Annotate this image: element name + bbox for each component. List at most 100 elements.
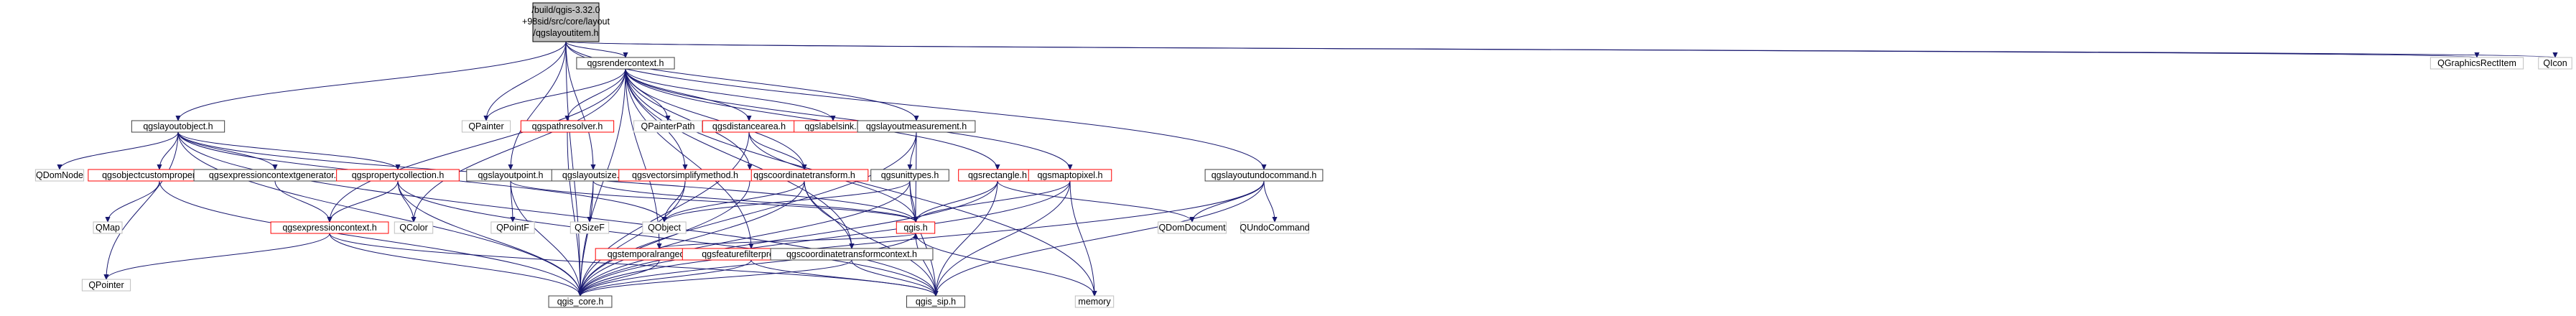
node-qpointf[interactable]: QPointF [490, 221, 535, 234]
edge-qgslayoutmeasurement-to-qgis_core [580, 131, 917, 296]
node-label: qgsrectangle.h [968, 170, 1027, 180]
node-label: QSizeF [575, 223, 605, 233]
node-label: qgsdistancearea.h [712, 121, 786, 131]
edge-qgslayoutobject-to-qgis_sip [177, 131, 936, 296]
edge-qgslayoutundocommand-to-qgis_core [580, 180, 1265, 296]
edge-qgsexpressioncontext-to-qgis_core [329, 233, 580, 296]
node-box [1028, 169, 1112, 182]
node-label: QPointF [496, 223, 529, 233]
node-qgspropertycollection[interactable]: qgspropertycollection.h [336, 169, 460, 182]
root-line-2: +98sid/src/core/layout [522, 17, 610, 27]
node-qgslayoutmeasurement[interactable]: qgslayoutmeasurement.h [857, 120, 976, 133]
node-qgsunittypes[interactable]: qgsunittypes.h [870, 169, 949, 182]
edge-root-to-qgis_core [565, 41, 580, 296]
node-qgsdistancearea[interactable]: qgsdistancearea.h [702, 120, 796, 133]
node-qpainterpath[interactable]: QPainterPath [633, 120, 702, 133]
edge-qgslayoutpoint-to-qgis_core [510, 180, 580, 296]
edge-root-to-qgslayoutmeasurement [565, 41, 916, 121]
node-box [461, 120, 511, 133]
node-box [896, 221, 936, 234]
edge-qgspropertycollection-to-qgsexpressioncontext [330, 180, 399, 222]
edge-qgslayoutobject-to-qgsexpressioncontextgenerator [177, 131, 275, 169]
node-qgis_sip[interactable]: qgis_sip.h [906, 295, 965, 308]
node-label: qgis_sip.h [916, 297, 956, 307]
node-qgslayoutobject[interactable]: qgslayoutobject.h [131, 120, 225, 133]
edge-qgsrendercontext-to-qgsrectangle [625, 68, 998, 169]
node-box [34, 169, 85, 182]
node-qobject[interactable]: QObject [642, 221, 687, 234]
edge-qgsrendercontext-to-qgsexpressioncontext [330, 68, 626, 222]
edge-qgslayoutundocommand-to-qundocommand [1263, 180, 1275, 222]
root-line-1: /build/qgis-3.32.0 [531, 5, 600, 15]
node-qgsmaptopixel[interactable]: qgsmaptopixel.h [1028, 169, 1112, 182]
edge-qgslayoutobject-to-qgis_core [177, 131, 580, 296]
edge-qgsrectangle-to-qgis_core [580, 180, 998, 296]
node-qpainter[interactable]: QPainter [461, 120, 511, 133]
node-qgraphicsrectitem[interactable]: QGraphicsRectItem [2429, 57, 2524, 70]
edge-qgsrendercontext-to-qgstemporalrangeobject [625, 68, 659, 248]
node-label: QGraphicsRectItem [2437, 58, 2516, 68]
node-label: qgsmaptopixel.h [1037, 170, 1102, 180]
edge-qgslayoutobject-to-qpointer [106, 131, 179, 279]
edge-qgsfeaturefilterprovider-to-qgis_core [580, 259, 752, 296]
edge-qgis-to-memory [915, 233, 1094, 296]
edge-qgsobjectcustomproperties-to-qgis_core [159, 180, 580, 296]
node-label: qgslayoutundocommand.h [1212, 170, 1317, 180]
edge-qgsdistancearea-to-qgis_core [580, 131, 750, 296]
node-qicon[interactable]: QIcon [2538, 57, 2572, 70]
node-label: qgscoordinatetransformcontext.h [786, 249, 917, 259]
node-label: qgsrendercontext.h [587, 58, 664, 68]
node-qpointer[interactable]: QPointer [81, 279, 131, 292]
edge-qgsexpressioncontextgenerator-to-qgsexpressioncontext [274, 180, 330, 222]
node-qgsrendercontext[interactable]: qgsrendercontext.h [576, 57, 675, 70]
node-box [336, 169, 460, 182]
node-qdomdocument[interactable]: QDomDocument [1158, 221, 1227, 234]
node-memory[interactable]: memory [1074, 295, 1115, 308]
node-label: QDomDocument [1158, 223, 1226, 233]
node-qsizef[interactable]: QSizeF [569, 221, 610, 234]
node-qgspathresolver[interactable]: qgspathresolver.h [520, 120, 615, 133]
node-box [569, 221, 610, 234]
node-qgsexpressioncontextgenerator[interactable]: qgsexpressioncontextgenerator.h [193, 169, 357, 182]
node-qcolor[interactable]: QColor [394, 221, 434, 234]
edge-qgsfeaturefilterprovider-to-qgis_sip [750, 259, 936, 296]
node-label: qgslayoutobject.h [143, 121, 213, 131]
edge-qgsmaptopixel-to-qgis_core [580, 180, 1071, 296]
edge-qgsvectorsimplifymethod-to-qgis_core [580, 180, 686, 296]
edge-qgsrendercontext-to-qgscoordinatetransformcontext [625, 68, 852, 248]
node-box [394, 221, 434, 234]
edge-qgsrectangle-to-qgis_sip [936, 180, 998, 296]
edge-qgsexpressioncontext-to-qgis_sip [329, 233, 936, 296]
edge-qgscoordinatetransform-to-qobject [664, 180, 805, 222]
node-label: qgscoordinatetransform.h [753, 170, 855, 180]
node-qgscoordinatetransformcontext[interactable]: qgscoordinatetransformcontext.h [770, 248, 934, 261]
node-label: QColor [399, 223, 428, 233]
node-label: qgslabelsink.h [804, 121, 861, 131]
node-label: qgsexpressioncontext.h [282, 223, 376, 233]
node-qundocommand[interactable]: QUndoCommand [1240, 221, 1310, 234]
node-qgsvectorsimplifymethod[interactable]: qgsvectorsimplifymethod.h [618, 169, 752, 182]
edge-qgspropertycollection-to-qgis_core [397, 180, 580, 296]
node-label: qgis_core.h [557, 297, 604, 307]
edge-qgsrendercontext-to-qgspathresolver [567, 68, 626, 121]
root-node[interactable]: /build/qgis-3.32.0 +98sid/src/core/layou… [522, 2, 610, 42]
edge-qgstemporalrangeobject-to-qgis_core [580, 259, 660, 296]
edge-qgis-to-qgis_sip [915, 233, 936, 296]
node-qgslayoutpoint[interactable]: qgslayoutpoint.h [466, 169, 555, 182]
node-qgsexpressioncontext[interactable]: qgsexpressioncontext.h [270, 221, 389, 234]
node-qgis_core[interactable]: qgis_core.h [548, 295, 613, 308]
edge-qgslayoutobject-to-qdomnode [60, 131, 179, 169]
node-qgis[interactable]: qgis.h [896, 221, 936, 234]
node-qgscoordinatetransform[interactable]: qgscoordinatetransform.h [740, 169, 869, 182]
edge-qgis-to-qgis_core [580, 233, 916, 296]
edge-root-to-qicon [565, 41, 2555, 57]
node-qgslayoutundocommand[interactable]: qgslayoutundocommand.h [1204, 169, 1324, 182]
node-qgsrectangle[interactable]: qgsrectangle.h [958, 169, 1037, 182]
node-qmap[interactable]: QMap [93, 221, 123, 234]
node-qdomnode[interactable]: QDomNode [34, 169, 85, 182]
node-box [93, 221, 123, 234]
edge-qgslayoutsize-to-qgis [592, 180, 916, 222]
edge-qgsrendercontext-to-qgsmaptopixel [625, 68, 1070, 169]
node-label: QPointer [88, 280, 124, 290]
